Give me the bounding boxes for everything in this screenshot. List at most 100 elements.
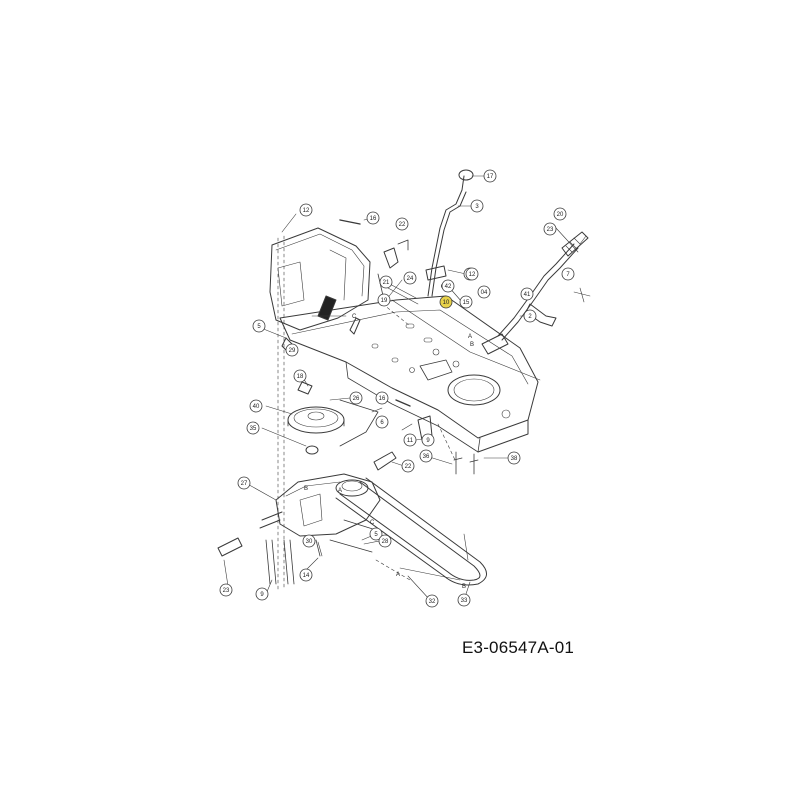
callout-22: 22 (395, 217, 409, 231)
callout-number: 6 (380, 420, 384, 426)
callout-5: 5 (369, 527, 383, 541)
callout-bubble (425, 594, 439, 608)
callout-16: 16 (375, 391, 389, 405)
callout-bubble (483, 169, 497, 183)
callout-bubble (375, 415, 389, 429)
callout-38: 38 (507, 451, 521, 465)
callout-18: 18 (293, 369, 307, 383)
callout-bubble (561, 267, 575, 281)
callout-bubble (299, 568, 313, 582)
callout-number: 04 (481, 290, 488, 296)
callout-bubble (459, 295, 473, 309)
callout-number: 26 (353, 396, 360, 402)
callout-19: 19 (377, 293, 391, 307)
tractor-frame (269, 227, 541, 453)
callout-2: 2 (523, 309, 537, 323)
callout-6: 6 (375, 415, 389, 429)
callout-23: 23 (219, 583, 233, 597)
callout-bubble (543, 222, 557, 236)
callout-bubble (470, 199, 484, 213)
callout-number: 22 (405, 464, 412, 470)
callout-number: 28 (382, 539, 389, 545)
transaxle-assembly (259, 451, 397, 553)
drawing-number: E3-06547A-01 (462, 638, 575, 657)
callout-bubble (523, 309, 537, 323)
callout-bubble (441, 279, 455, 293)
callout-21: 21 (379, 275, 393, 289)
callout-bubble (507, 451, 521, 465)
callout-bubble (366, 211, 380, 225)
callout-40: 40 (249, 399, 263, 413)
callout-number: 9 (426, 438, 430, 444)
callout-35: 35 (246, 421, 260, 435)
callout-bubble (349, 391, 363, 405)
callout-number: 5 (374, 532, 378, 538)
callout-bubble (255, 587, 269, 601)
callout-number: 2 (528, 314, 532, 320)
callout-number: 42 (445, 284, 452, 290)
callout-bubble (403, 271, 417, 285)
callout-number: 17 (487, 174, 494, 180)
callout-32: 32 (425, 594, 439, 608)
callout-number: 40 (253, 404, 260, 410)
callout-number: 16 (379, 396, 386, 402)
callout-9: 9 (255, 587, 269, 601)
callout-bubble (419, 449, 433, 463)
callout-5: 5 (252, 319, 266, 333)
connection-letter-b: B (470, 342, 474, 348)
callout-15: 15 (459, 295, 473, 309)
callout-bubble (379, 275, 393, 289)
connection-letter-c: C (352, 314, 357, 320)
callout-bubble (378, 534, 392, 548)
callout-number: 12 (303, 208, 310, 214)
small-hardware (281, 219, 479, 475)
callout-29: 29 (285, 343, 299, 357)
callout-number: 15 (463, 300, 470, 306)
callout-bubble (465, 267, 479, 281)
callout-number: 22 (399, 222, 406, 228)
callout-33: 33 (457, 593, 471, 607)
callout-36: 36 (419, 449, 433, 463)
callout-bubble (401, 459, 415, 473)
callout-number: 23 (223, 588, 230, 594)
callout-41: 41 (520, 287, 534, 301)
callout-14: 14 (299, 568, 313, 582)
lift-lever-with-grip (481, 231, 591, 355)
idler-pulley (287, 399, 379, 455)
callout-number: 21 (383, 280, 390, 286)
drive-belt (335, 477, 487, 586)
callout-30: 30 (302, 534, 316, 548)
callout-bubble (520, 287, 534, 301)
callout-bubble (302, 534, 316, 548)
callout-bubble (421, 433, 435, 447)
callout-16: 16 (366, 211, 380, 225)
callout-number: 36 (423, 454, 430, 460)
callout-26: 26 (349, 391, 363, 405)
callout-bubble (477, 285, 491, 299)
callout-bubble (252, 319, 266, 333)
callout-bubble (439, 295, 453, 309)
callout-bubble (457, 593, 471, 607)
callout-3: 3 (470, 199, 484, 213)
callout-number: 20 (557, 212, 564, 218)
callout-10: 10 (439, 295, 453, 309)
callout-number: 38 (511, 456, 518, 462)
callout-04: 04 (477, 285, 491, 299)
connection-letter-a: A (468, 334, 472, 340)
callout-number: 35 (250, 426, 257, 432)
callout-23: 23 (543, 222, 557, 236)
callout-number: 9 (260, 592, 264, 598)
callout-number: 18 (297, 374, 304, 380)
callout-bubble (299, 203, 313, 217)
callout-24: 24 (403, 271, 417, 285)
callout-bubble (249, 399, 263, 413)
callout-number: 30 (306, 539, 313, 545)
callout-number: 24 (407, 276, 414, 282)
callout-27: 27 (237, 476, 251, 490)
callout-number: 7 (566, 272, 570, 278)
callout-bubble (395, 217, 409, 231)
callout-layer: 1731315202312124210704221241622194152918… (219, 169, 575, 608)
connection-letter-a: A (338, 488, 342, 494)
connection-letter-a: A (396, 572, 400, 578)
